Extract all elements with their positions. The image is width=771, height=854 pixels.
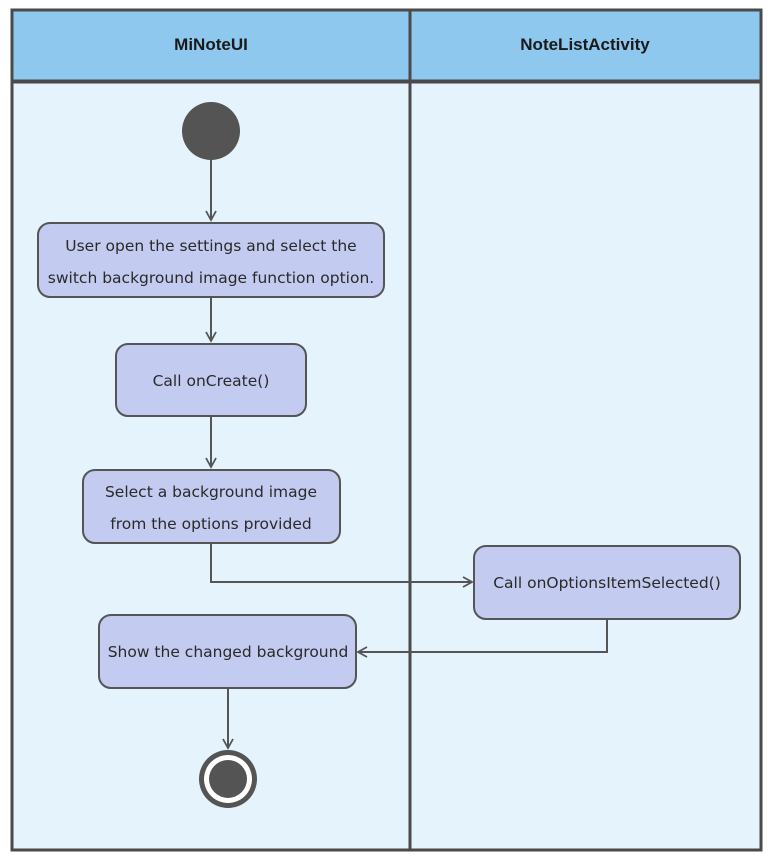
action-select-image: Select a background image from the optio… [82, 469, 341, 544]
final-node [199, 750, 257, 808]
lane-title-notelistactivity: NoteListActivity [520, 35, 650, 54]
lane-header-notelistactivity [410, 10, 761, 80]
action-call-optionsitemselected-label: Call onOptionsItemSelected() [493, 574, 721, 592]
action-call-optionsitemselected: Call onOptionsItemSelected() [473, 545, 741, 620]
edges [205, 160, 608, 750]
initial-node [182, 102, 240, 160]
edge-call-optionsitemselected-to-show-background [356, 619, 608, 658]
diagram-frame [10, 8, 763, 852]
action-select-image-line-2: from the options provided [110, 515, 311, 533]
lane-header-minoteui [12, 10, 410, 80]
edge-select-image-to-call-optionsitemselected [210, 543, 474, 588]
action-open-settings-line-2: switch background image function option. [48, 269, 374, 287]
action-show-background-label: Show the changed background [108, 643, 349, 661]
action-show-background: Show the changed background [98, 614, 357, 689]
lane-title-minoteui: MiNoteUI [174, 35, 248, 54]
action-call-oncreate-label: Call onCreate() [153, 372, 270, 390]
action-call-oncreate: Call onCreate() [115, 343, 307, 417]
action-open-settings-line-1: User open the settings and select the [65, 237, 356, 255]
action-open-settings: User open the settings and select the sw… [37, 222, 385, 298]
lane-body-notelistactivity [410, 83, 761, 850]
action-select-image-line-1: Select a background image [105, 483, 317, 501]
